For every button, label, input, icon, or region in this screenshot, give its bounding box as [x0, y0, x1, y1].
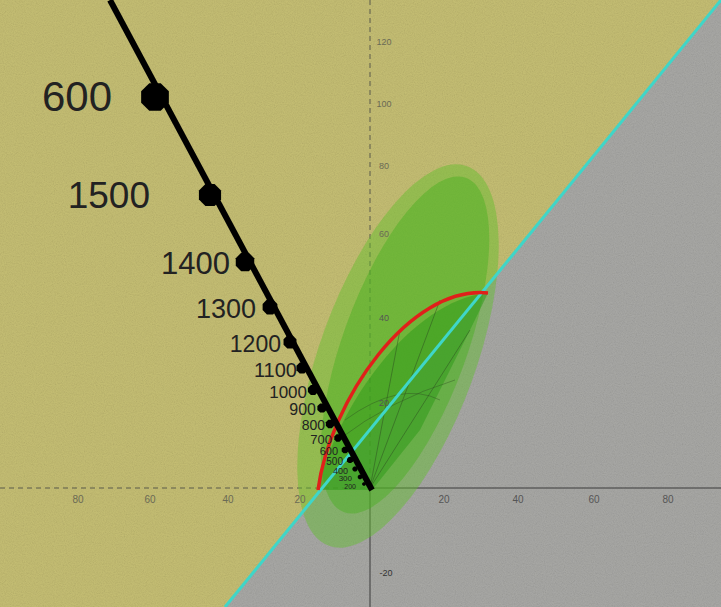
point-label: 1100	[254, 360, 297, 380]
grey-plane	[225, 0, 721, 607]
point-marker	[296, 362, 307, 373]
point-marker	[342, 447, 349, 454]
point-marker	[199, 184, 221, 206]
axis-tick-label: 40	[379, 314, 389, 323]
axis-tick-label: 120	[376, 38, 391, 47]
dot-group	[141, 83, 366, 486]
point-label: 500	[326, 457, 343, 467]
axis-tick-label: 40	[222, 495, 233, 505]
point-marker	[358, 475, 362, 479]
point-marker	[317, 403, 326, 412]
red-arc	[318, 293, 488, 490]
axis-tick-label: 80	[379, 162, 389, 171]
point-marker	[236, 253, 254, 271]
axis-tick-label: 20	[294, 495, 305, 505]
point-label: 300	[339, 475, 352, 483]
axis-tick-label: 60	[379, 230, 389, 239]
point-marker	[141, 83, 169, 111]
point-label: 600	[320, 446, 338, 457]
point-label: 700	[310, 433, 332, 446]
cyan-line	[225, 0, 721, 607]
inner-ellipse	[286, 157, 524, 534]
axis-tick-label: 100	[376, 100, 391, 109]
point-label: 1300	[196, 296, 256, 323]
point-label: 800	[302, 418, 325, 432]
axis-tick-label: 40	[512, 495, 523, 505]
x-axis-pos	[370, 488, 721, 489]
axis-tick-label: 80	[72, 495, 83, 505]
point-marker	[308, 385, 318, 395]
point-label: 1400	[161, 248, 230, 279]
axis-tick-label: 20	[379, 399, 389, 408]
point-label: 1000	[269, 384, 307, 401]
point-marker	[347, 457, 353, 463]
axis-tick-label: 60	[144, 495, 155, 505]
axis-tick-label: 20	[438, 495, 449, 505]
axis-tick-label: -20	[379, 569, 392, 578]
point-label: 200	[344, 483, 356, 490]
point-marker	[284, 336, 297, 349]
point-label: 1200	[230, 333, 281, 356]
point-label: 600	[42, 76, 112, 118]
point-label: 900	[289, 402, 316, 418]
point-marker	[362, 482, 366, 486]
black-line	[110, 0, 372, 490]
axis-tick-label: 80	[662, 495, 673, 505]
point-label: 1500	[68, 177, 150, 214]
axis-tick-label: 60	[588, 495, 599, 505]
point-marker	[326, 420, 334, 428]
point-marker	[352, 466, 357, 471]
point-marker	[334, 434, 341, 441]
point-marker	[263, 300, 278, 315]
